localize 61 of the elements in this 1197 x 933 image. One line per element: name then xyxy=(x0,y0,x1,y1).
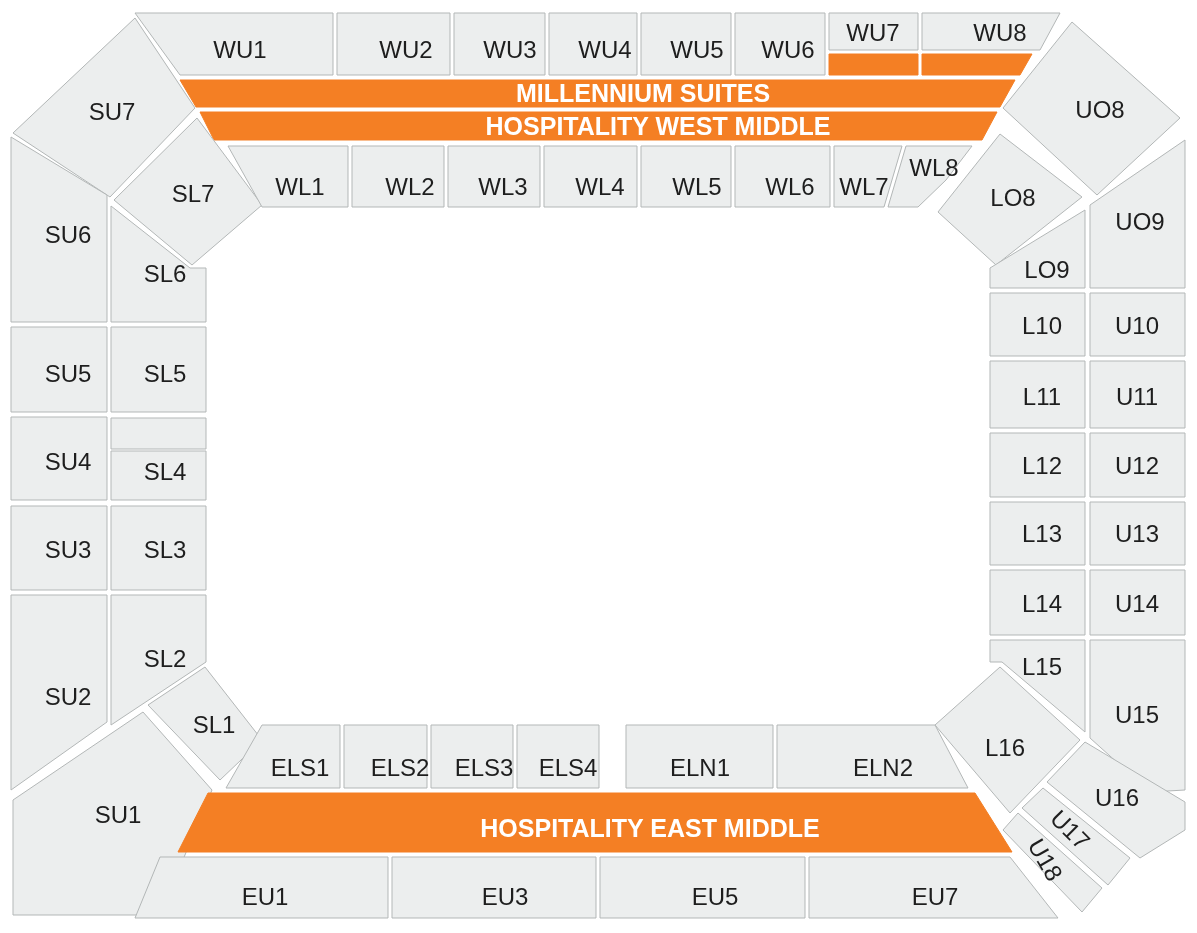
section-label: SL5 xyxy=(143,362,187,386)
section-label: U16 xyxy=(1095,786,1139,810)
section-label: SU1 xyxy=(94,803,142,827)
section-label: EU7 xyxy=(911,885,959,909)
section-label: WL3 xyxy=(478,175,528,199)
section-label: U15 xyxy=(1115,703,1159,727)
section-label: SU7 xyxy=(88,100,136,124)
section-label: L13 xyxy=(1022,522,1062,546)
section-label: WL5 xyxy=(672,175,722,199)
section-label: WU1 xyxy=(213,38,267,62)
section-label: SL3 xyxy=(143,538,187,562)
section-label: ELS2 xyxy=(370,756,430,780)
section-label: WU6 xyxy=(761,38,815,62)
section-label: L10 xyxy=(1022,314,1062,338)
section-label: SL6 xyxy=(143,262,187,286)
section-label: WL1 xyxy=(275,175,325,199)
section-label: WL8 xyxy=(909,156,959,180)
section-label: U14 xyxy=(1115,592,1159,616)
section-label: WU5 xyxy=(670,38,724,62)
section-label: SU4 xyxy=(44,450,92,474)
section-label: WU3 xyxy=(483,38,537,62)
section-label: UO8 xyxy=(1075,98,1125,122)
section-label: SU2 xyxy=(44,685,92,709)
band-label: MILLENNIUM SUITES xyxy=(515,80,771,106)
section-label: ELS1 xyxy=(270,756,330,780)
section-label: ELN1 xyxy=(670,756,730,780)
section-label: SL2 xyxy=(143,647,187,671)
section-label: L14 xyxy=(1022,592,1062,616)
section-label: U10 xyxy=(1115,314,1159,338)
section-label: L16 xyxy=(985,736,1025,760)
section-label: WU2 xyxy=(379,38,433,62)
band-label: HOSPITALITY WEST MIDDLE xyxy=(485,113,831,139)
section-label: SU5 xyxy=(44,362,92,386)
band-label: HOSPITALITY EAST MIDDLE xyxy=(480,815,820,841)
section-label: WU8 xyxy=(973,21,1027,45)
section-label: WL2 xyxy=(385,175,435,199)
section-label: ELS3 xyxy=(454,756,514,780)
section-label: SL7 xyxy=(171,182,215,206)
section-label: EU1 xyxy=(241,885,289,909)
section-label: SU3 xyxy=(44,538,92,562)
section-label: SU6 xyxy=(44,223,92,247)
section-label: U11 xyxy=(1115,385,1159,409)
section-label: LO8 xyxy=(990,186,1036,210)
section-label: ELS4 xyxy=(538,756,598,780)
section-label: WL4 xyxy=(575,175,625,199)
section-label: EU5 xyxy=(691,885,739,909)
section-label: ELN2 xyxy=(853,756,913,780)
section-label: WL7 xyxy=(839,175,889,199)
section-label: L12 xyxy=(1022,454,1062,478)
section-label: UO9 xyxy=(1115,210,1165,234)
section-label: WL6 xyxy=(765,175,815,199)
section-label: L11 xyxy=(1022,385,1062,409)
section-label: SL4 xyxy=(143,460,187,484)
section-label: U12 xyxy=(1115,454,1159,478)
section-label: EU3 xyxy=(481,885,529,909)
section-label: L15 xyxy=(1022,655,1062,679)
section-label: LO9 xyxy=(1024,258,1070,282)
section-label: WU4 xyxy=(578,38,632,62)
section-label: SL1 xyxy=(192,713,236,737)
section-label: U13 xyxy=(1115,522,1159,546)
section-label: WU7 xyxy=(846,21,900,45)
